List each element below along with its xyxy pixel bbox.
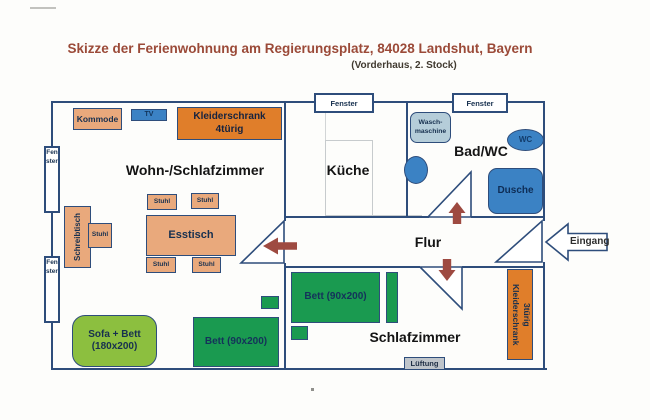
chair: Stuhl [192,257,221,273]
scan-mark [30,7,56,9]
window-left-2: Fenster [44,256,60,323]
room-label-bedroom: Schlafzimmer [369,329,461,345]
chair: Stuhl [191,193,219,209]
dresser: Kommode [73,108,122,130]
chair: Stuhl [146,257,176,273]
arrow-to-bath-icon [448,202,466,224]
page-title: Skizze der Ferienwohnung am Regierungspl… [67,41,533,56]
door-swing-living [239,219,285,264]
nightstand [291,326,308,340]
wall-segment [284,101,286,221]
wall-segment [51,101,53,370]
chair: Stuhl [147,194,177,210]
washing-machine-label-line2: maschine [414,127,447,135]
entrance-label: Eingang [570,236,610,247]
scan-speck [311,388,314,391]
wall-segment [284,263,286,370]
sofa-bed-label-line2: (180x200) [91,341,138,352]
wardrobe-4door-label-line1: Kleiderschrank [193,111,266,122]
shower: Dusche [488,168,543,214]
window-kitchen: Fenster [314,93,374,113]
wall-segment [284,266,420,268]
wall-segment [284,216,429,218]
arrow-to-living-icon [263,237,297,255]
wall-segment [51,368,547,370]
page-subtitle: (Vorderhaus, 2. Stock) [351,60,457,71]
sofa-bed: Sofa + Bett (180x200) [72,315,157,367]
dining-table: Esstisch [146,215,236,256]
side-table [386,272,398,323]
room-label-hall: Flur [414,234,442,250]
wall-segment [543,262,545,370]
window-left-1: Fenster [44,146,60,213]
washing-machine: Wasch- maschine [410,112,451,143]
kitchen-pencil-line [325,113,326,140]
wardrobe-4door-label-line2: 4türig [215,123,244,135]
door-swing-bath [426,170,472,218]
bed-living: Bett (90x200) [193,317,279,367]
wall-segment [543,101,545,221]
arrow-to-bedroom-icon [438,259,456,281]
vent: Lüftung [404,357,445,370]
wall-segment [462,266,545,268]
kitchen-counter-line [373,215,422,216]
door-swing-entrance [493,219,543,263]
wardrobe-3door: Kleiderschrank 3türig [507,269,533,360]
room-label-kitchen: Küche [326,162,370,178]
wall-segment [471,216,545,218]
washing-machine-label-line1: Wasch- [418,119,443,127]
entrance-arrow-icon [544,222,608,262]
sofa-bed-label-line1: Sofa + Bett [88,328,141,340]
nightstand [261,296,279,309]
room-label-living: Wohn-/Schlafzimmer [125,162,265,178]
wardrobe-3door-label-line2: 3türig [522,302,532,327]
wardrobe-4door: Kleiderschrank 4türig [177,107,282,140]
door-swing-bedroom [418,266,463,311]
desk-label: Schreibtisch [72,212,82,262]
kitchen-counter-outline [325,140,373,216]
desk: Schreibtisch [64,206,91,268]
wall-segment [51,101,545,103]
window-bath: Fenster [452,93,508,113]
tv: TV [131,109,167,121]
wc: WC [507,129,544,151]
basin [404,156,428,184]
wardrobe-3door-label-line1: Kleiderschrank [511,283,521,346]
room-label-bath: Bad/WC [454,143,508,159]
desk-chair: Stuhl [88,223,112,248]
bed-bedroom: Bett (90x200) [291,272,380,323]
